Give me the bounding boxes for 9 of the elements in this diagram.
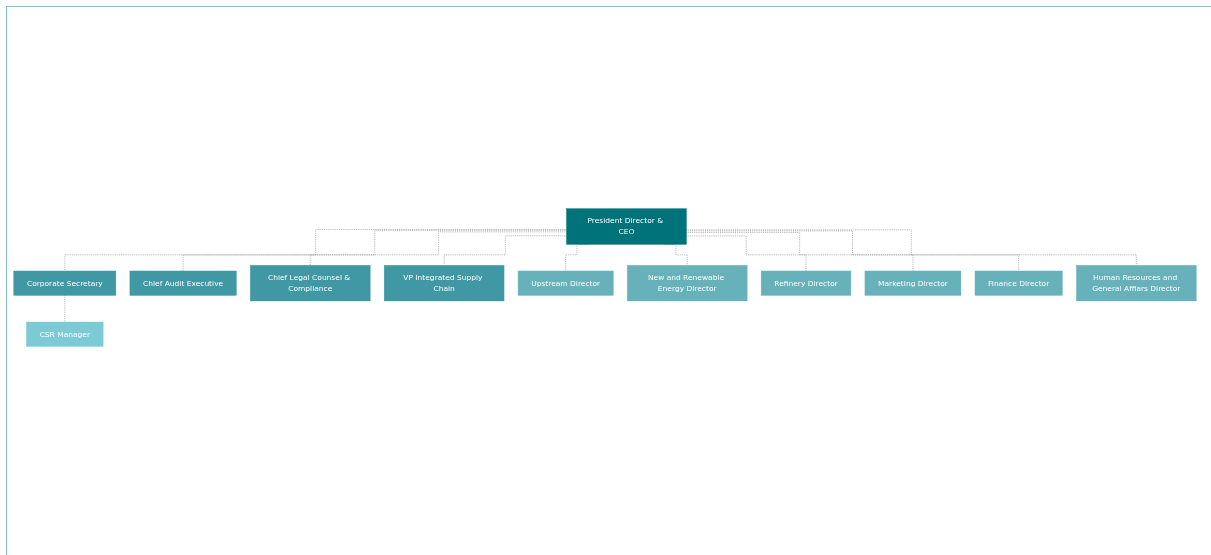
connector (443, 235, 567, 266)
connector (686, 230, 1019, 272)
connector (686, 235, 807, 272)
connector (686, 229, 1137, 266)
connector (309, 231, 567, 266)
connector (686, 232, 914, 272)
connector (64, 229, 567, 272)
connector (64, 294, 66, 323)
connector (182, 230, 567, 272)
